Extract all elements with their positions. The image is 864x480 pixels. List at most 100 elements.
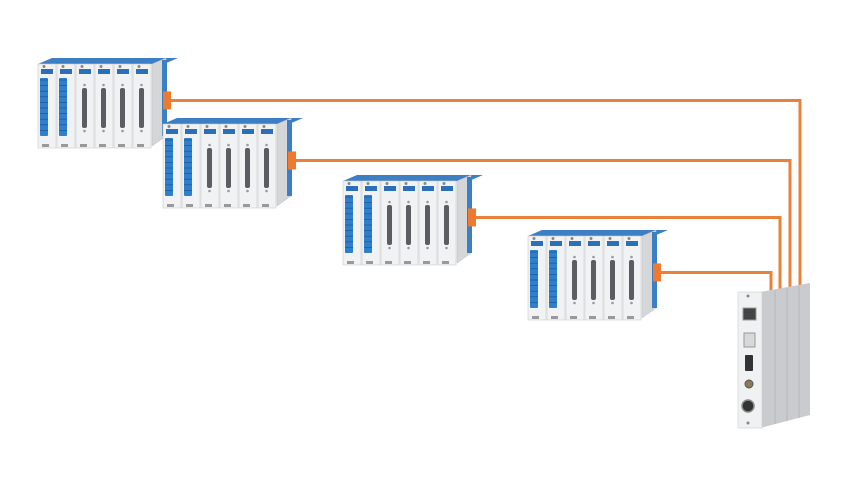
module-label <box>365 186 377 191</box>
top-rail <box>343 175 483 181</box>
module-label <box>441 186 453 191</box>
controller-side <box>760 283 810 428</box>
cable <box>476 215 782 292</box>
foot-clip <box>608 316 615 319</box>
screw-icon <box>445 246 448 250</box>
screw-icon <box>265 189 268 193</box>
led-icon <box>99 65 103 68</box>
foot-clip <box>167 204 174 207</box>
screw-icon <box>573 255 576 259</box>
module-label <box>531 241 543 246</box>
led-icon <box>137 65 141 68</box>
led-icon <box>224 125 228 128</box>
rack <box>162 117 303 209</box>
screw-icon <box>611 301 614 305</box>
module-label <box>588 241 600 246</box>
foot-clip <box>551 316 558 319</box>
screw-icon <box>140 129 143 133</box>
screw-icon <box>246 189 249 193</box>
led-icon <box>80 65 84 68</box>
dsub-connector <box>572 260 577 300</box>
led-icon <box>347 182 351 185</box>
top-rail <box>163 118 303 124</box>
module-label <box>384 186 396 191</box>
module-label <box>403 186 415 191</box>
module-label <box>79 69 91 74</box>
foot-clip <box>205 204 212 207</box>
led-icon <box>42 65 46 68</box>
module-label <box>242 129 254 134</box>
cable <box>661 270 773 292</box>
led-icon <box>570 237 574 240</box>
foot-clip <box>224 204 231 207</box>
screw-icon <box>592 301 595 305</box>
terminal-block <box>345 195 353 253</box>
terminal-block <box>59 78 67 136</box>
screw-icon <box>611 255 614 259</box>
dsub-connector <box>139 88 144 128</box>
module-label <box>626 241 638 246</box>
led-icon <box>608 237 612 240</box>
foot-clip <box>627 316 634 319</box>
terminal-block <box>165 138 173 196</box>
screw-icon <box>573 301 576 305</box>
usb-dual-port <box>743 332 756 348</box>
foot-clip <box>442 261 449 264</box>
screw-icon <box>445 200 448 204</box>
chain-connector <box>653 263 661 282</box>
dsub-connector <box>120 88 125 128</box>
dsub-connector <box>264 148 269 188</box>
module-label <box>422 186 434 191</box>
led-icon <box>442 182 446 185</box>
module-label <box>607 241 619 246</box>
circular-connector <box>744 379 754 389</box>
dsub-connector <box>387 205 392 245</box>
led-icon <box>423 182 427 185</box>
module-label <box>166 129 178 134</box>
dsub-connector <box>226 148 231 188</box>
module-label <box>346 186 358 191</box>
screw-icon <box>102 83 105 87</box>
module-label <box>185 129 197 134</box>
m12-connector <box>741 399 755 413</box>
cables <box>171 98 802 292</box>
rack <box>527 229 668 321</box>
foot-clip <box>99 144 106 147</box>
screw-icon <box>388 246 391 250</box>
foot-clip <box>243 204 250 207</box>
screw-icon <box>208 143 211 147</box>
dsub-connector <box>245 148 250 188</box>
top-rail <box>38 58 178 64</box>
foot-clip <box>423 261 430 264</box>
chain-connector <box>163 91 171 110</box>
foot-clip <box>42 144 49 147</box>
foot-clip <box>366 261 373 264</box>
rack-group <box>37 57 668 321</box>
usb-port <box>745 355 753 371</box>
foot-clip <box>404 261 411 264</box>
foot-clip <box>570 316 577 319</box>
module-label <box>98 69 110 74</box>
screw-icon <box>592 255 595 259</box>
foot-clip <box>385 261 392 264</box>
screw-icon <box>630 255 633 259</box>
screw-icon <box>102 129 105 133</box>
led-icon <box>205 125 209 128</box>
screw-icon <box>140 83 143 87</box>
led-icon <box>589 237 593 240</box>
chain-connector <box>468 208 476 227</box>
dsub-connector <box>406 205 411 245</box>
terminal-block <box>184 138 192 196</box>
screw-icon <box>83 129 86 133</box>
module-label <box>569 241 581 246</box>
foot-clip <box>137 144 144 147</box>
foot-clip <box>118 144 125 147</box>
screw-icon <box>746 421 750 425</box>
screw-icon <box>630 301 633 305</box>
screw-icon <box>208 189 211 193</box>
terminal-block <box>40 78 48 136</box>
rack <box>342 174 483 266</box>
foot-clip <box>262 204 269 207</box>
chain-connector <box>288 151 296 170</box>
screw-icon <box>121 129 124 133</box>
